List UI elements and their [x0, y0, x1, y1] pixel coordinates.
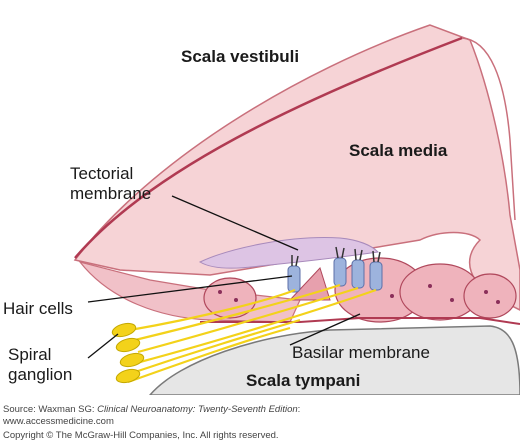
label-scala-tympani: Scala tympani [246, 371, 361, 390]
cochlea-diagram [73, 24, 520, 395]
source-prefix: Source: Waxman SG: [3, 404, 98, 415]
nerve-fibers [127, 283, 377, 384]
source-citation: Source: Waxman SG: Clinical Neuroanatomy… [3, 404, 300, 429]
source-title: Clinical Neuroanatomy: Twenty-Seventh Ed… [97, 404, 298, 415]
label-basilar-membrane: Basilar membrane [292, 343, 430, 362]
copyright-notice: Copyright © The McGraw-Hill Companies, I… [3, 430, 279, 441]
label-scala-media: Scala media [349, 141, 448, 160]
label-scala-vestibuli: Scala vestibuli [181, 47, 300, 66]
tectorial-membrane [198, 237, 380, 269]
outer-flap [461, 37, 516, 221]
reissners-membrane [74, 36, 463, 259]
spiral-line-1: Spiral [8, 345, 52, 364]
tectorial-line-2: membrane [70, 183, 152, 203]
cochlear-duct-wall [73, 24, 520, 311]
label-hair-cells: Hair cells [3, 299, 73, 318]
leader-lines [87, 195, 361, 359]
tectorial-line-1: Tectorial [70, 164, 134, 183]
spiral-ganglion-cells [111, 322, 145, 384]
source-suffix: : [297, 404, 301, 415]
spiral-line-2: ganglion [8, 364, 73, 384]
source-url[interactable]: www.accessmedicine.com [3, 416, 114, 428]
label-spiral-ganglion: Spiral ganglion [8, 345, 72, 384]
label-tectorial-membrane: Tectorial membrane [70, 164, 151, 203]
basilar-membrane [200, 317, 520, 325]
